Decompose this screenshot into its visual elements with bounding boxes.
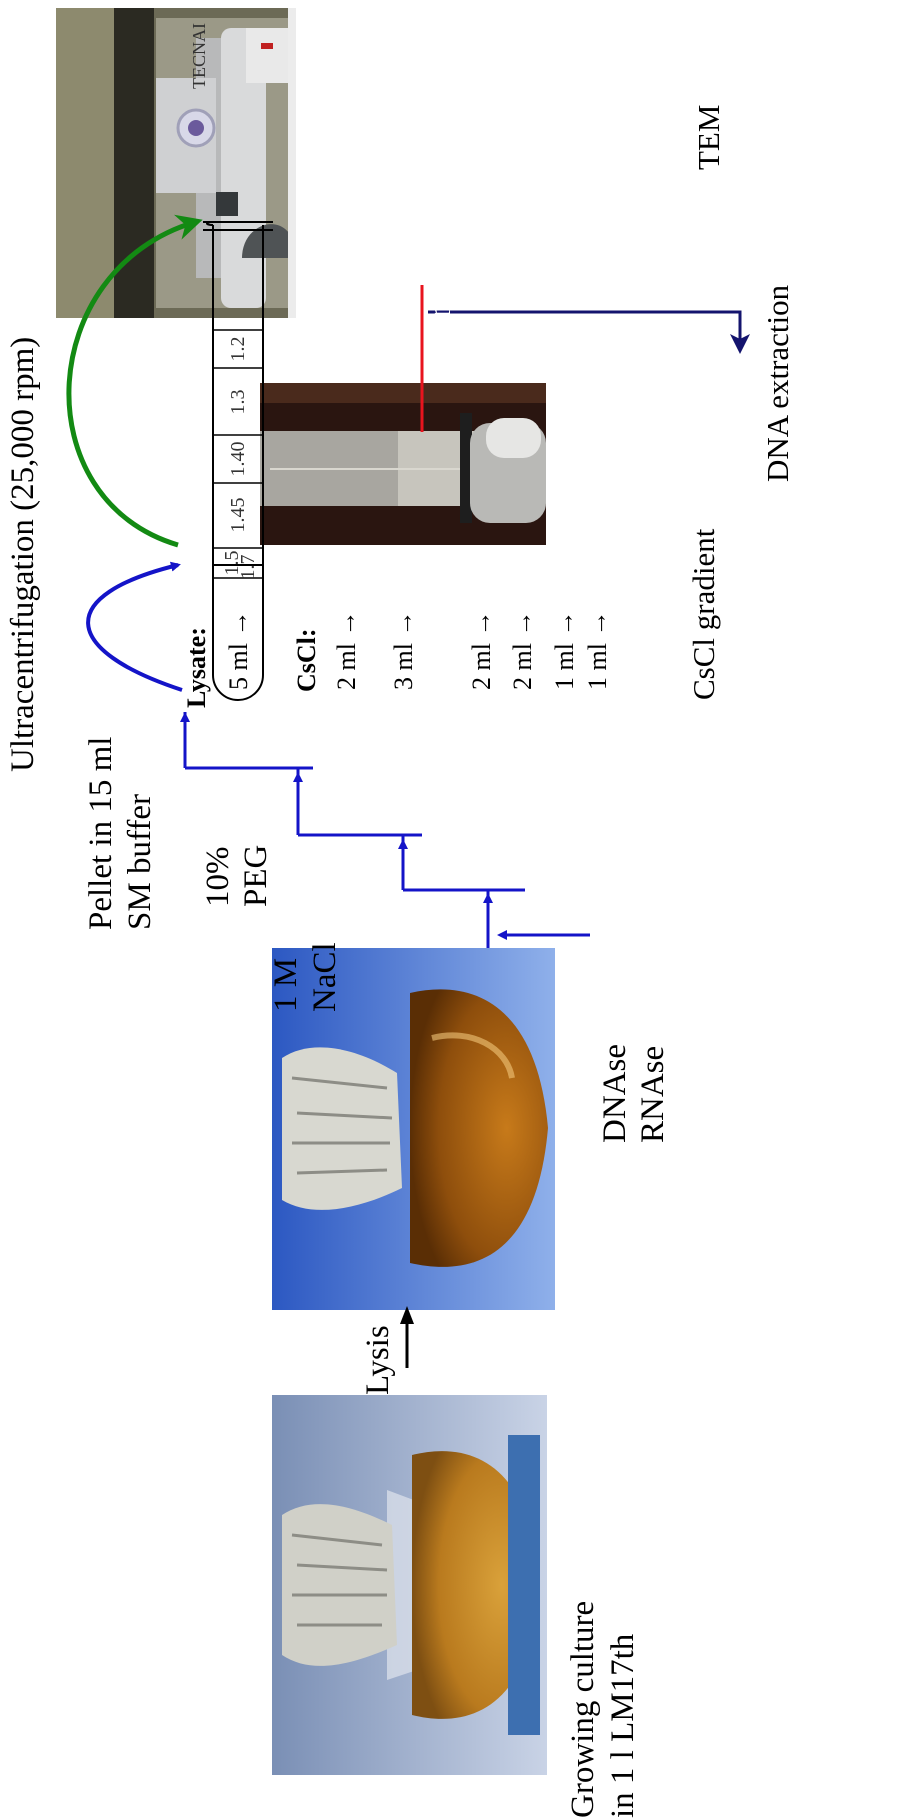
lysed-culture-photo [272, 948, 555, 1310]
cscl-volume-label: 1 ml → [583, 610, 612, 690]
cscl-volume-label: 2 ml → [467, 610, 496, 690]
gradient-tube-photo [260, 383, 546, 545]
cscl-volume-label: 1 ml → [550, 610, 579, 690]
dna-extraction-line [428, 310, 750, 354]
cscl-volume-label: 3 ml → [389, 610, 418, 690]
cscl-gradient-label: CsCl gradient [686, 528, 721, 700]
nacl-label: NaCl [307, 942, 343, 1012]
electron-label: Electron [378, 206, 414, 318]
lysate-label: Lysate: [182, 627, 211, 708]
cscl-label: CsCl: [292, 628, 321, 692]
pellet-label: Pellet in 15 ml [83, 736, 119, 930]
growing-culture-label: Growing culture [565, 1600, 601, 1818]
peg-amount-label: 10% [200, 846, 236, 908]
lysate-volume-label: 5 ml → [224, 610, 253, 690]
cscl-volume-label: 2 ml → [332, 610, 361, 690]
cscl-volume-label: 2 ml → [508, 610, 537, 690]
dna-extraction-label: DNA extraction [760, 284, 795, 482]
growing-culture-photo [272, 1395, 547, 1775]
tem-label: TEM [691, 104, 726, 170]
microscopy-label: microscopy [422, 164, 458, 318]
density-label: 1.2 [227, 336, 249, 362]
density-label: 1.45 [227, 497, 249, 533]
ultracentrifugation-label: Ultracentrifugation (25,000 rpm) [5, 336, 41, 772]
lysis-label: Lysis [360, 1325, 396, 1395]
density-label: 1.7 [237, 554, 259, 580]
pellet-to-gradient-arrow [86, 561, 183, 692]
density-label: 1.40 [227, 441, 249, 477]
precipitation-staircase-line [183, 712, 525, 948]
peg-label: PEG [238, 844, 274, 907]
density-label: 1.3 [227, 389, 249, 415]
tecnai-brand-label: TECNAI [189, 23, 209, 89]
sm-buffer-label: SM buffer [122, 794, 158, 930]
dnase-label: DNAse [597, 1044, 633, 1143]
rnase-label: RNAse [635, 1045, 671, 1143]
nacl-amount-label: 1 M [268, 957, 304, 1012]
electron-microscope-photo: TECNAI [56, 8, 296, 318]
growing-culture-medium-label: in 1 l LM17th [605, 1633, 641, 1818]
